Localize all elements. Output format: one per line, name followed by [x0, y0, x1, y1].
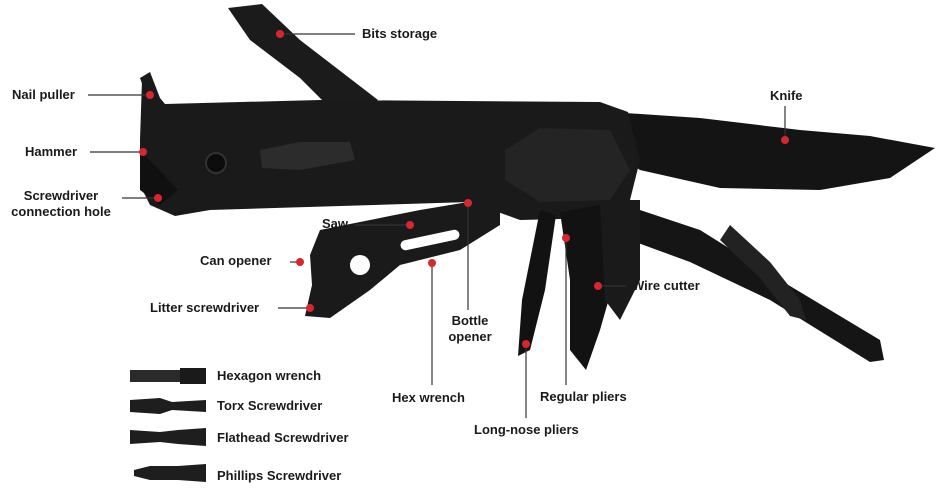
bits-storage-arm: [228, 4, 378, 108]
label-bit: Phillips Screwdriver: [217, 468, 342, 483]
label-bit: Hexagon wrench: [217, 368, 322, 383]
pivot-plate: [505, 128, 630, 202]
label-screwdriver-connection-hole: Screwdriver connection hole: [2, 188, 120, 220]
label-knife: Knife: [770, 88, 803, 103]
label-line: opener: [448, 329, 492, 344]
label-line: connection hole: [11, 204, 111, 219]
label-bit: Flathead Screwdriver: [217, 430, 349, 445]
label-wire-cutter: Wire cutter: [632, 278, 700, 293]
knife-blade: [610, 112, 935, 190]
hex-slot: [400, 229, 460, 251]
label-bits-storage: Bits storage: [362, 26, 438, 41]
label-line: Screwdriver: [23, 188, 99, 203]
label-bit: Torx Screwdriver: [217, 398, 323, 413]
label-hammer: Hammer: [25, 144, 78, 159]
label-long-nose-pliers: Long-nose pliers: [474, 422, 579, 437]
opener-hole: [350, 255, 370, 275]
label-bottle-opener: Bottle opener: [440, 313, 500, 345]
wire-cutter-jaw: [600, 200, 640, 320]
label-regular-pliers: Regular pliers: [540, 389, 627, 404]
nail-puller-claw: [140, 72, 160, 100]
lower-lever: [720, 225, 806, 320]
handle-bevel: [260, 142, 355, 170]
label-nail-puller: Nail puller: [12, 87, 75, 102]
bit-flathead: [130, 428, 206, 446]
lower-arm: [630, 210, 884, 362]
label-litter-screwdriver: Litter screwdriver: [150, 300, 260, 315]
long-nose-pliers: [518, 210, 556, 356]
rivet: [205, 152, 227, 174]
label-saw: Saw: [322, 216, 349, 231]
label-can-opener: Can opener: [200, 253, 272, 268]
bit-torx: [130, 398, 206, 414]
hammer-head: [140, 150, 178, 205]
label-hex-wrench: Hex wrench: [392, 390, 465, 405]
multi-blade: [305, 200, 500, 318]
label-line: Bottle: [451, 313, 489, 328]
bit-hexagon-wrench: [130, 368, 206, 384]
bit-phillips: [134, 464, 206, 482]
marker-dots: [139, 30, 789, 348]
